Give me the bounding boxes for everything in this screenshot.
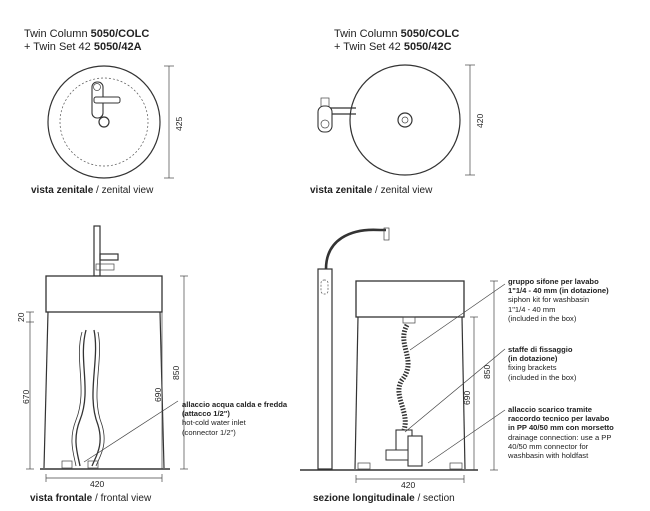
caption-bold: vista zenitale bbox=[310, 185, 373, 196]
section-column bbox=[300, 227, 478, 471]
note-text: washbasin with holdfast bbox=[508, 451, 589, 461]
note-bold: (attacco 1/2") bbox=[182, 409, 230, 419]
dimension-690-front: 690 bbox=[153, 387, 163, 402]
product-code: 5050/COLC bbox=[90, 28, 150, 40]
caption-zenital-right: vista zenitale / zenital view bbox=[310, 185, 432, 197]
dimension-670: 670 bbox=[21, 389, 31, 404]
top-left-line2: + Twin Set 42 5050/42A bbox=[24, 41, 142, 53]
caption-bold: sezione longitudinale bbox=[313, 493, 415, 504]
caption-text: / zenital view bbox=[372, 185, 433, 196]
note-text: 1"1/4 - 40 mm bbox=[508, 304, 556, 314]
product-name: Twin Column bbox=[334, 28, 398, 40]
product-name: + Twin Set 42 bbox=[334, 41, 401, 53]
front-dimensions bbox=[26, 275, 188, 482]
dimension-420-front: 420 bbox=[90, 479, 105, 489]
note-bold: raccordo tecnico per lavabo bbox=[508, 414, 610, 424]
dimension-420-section: 420 bbox=[401, 480, 416, 490]
note-text: (connector 1/2") bbox=[182, 427, 236, 437]
top-left-basin bbox=[47, 65, 161, 179]
product-name: + Twin Set 42 bbox=[24, 41, 91, 53]
dimension-420-top: 420 bbox=[475, 113, 485, 128]
note-fixing-brackets: staffe di fissaggio (in dotazione) fixin… bbox=[508, 345, 576, 382]
caption-section: sezione longitudinale / section bbox=[313, 493, 455, 505]
note-bold: gruppo sifone per lavabo bbox=[508, 277, 599, 286]
top-right-height-dimension bbox=[465, 64, 475, 176]
dimension-690-section: 690 bbox=[462, 390, 472, 405]
product-code: 5050/COLC bbox=[400, 28, 460, 40]
caption-bold: vista frontale bbox=[30, 493, 93, 504]
caption-text: / frontal view bbox=[92, 493, 152, 504]
caption-zenital-left: vista zenitale / zenital view bbox=[31, 185, 153, 197]
note-bold: staffe di fissaggio bbox=[508, 345, 573, 354]
caption-text: / section bbox=[414, 493, 455, 504]
note-water-inlet: allaccio acqua calda e fredda (attacco 1… bbox=[182, 400, 287, 437]
note-text: fixing brackets bbox=[508, 363, 557, 373]
note-bold: allaccio scarico tramite bbox=[508, 405, 592, 414]
caption-frontal: vista frontale / frontal view bbox=[30, 493, 151, 505]
note-bold: allaccio acqua calda e fredda bbox=[182, 400, 288, 409]
dimension-20: 20 bbox=[16, 312, 26, 322]
top-right-basin bbox=[317, 64, 461, 176]
front-column bbox=[40, 225, 170, 470]
note-text: 40/50 mm connector for bbox=[508, 441, 589, 451]
dimension-850-section: 850 bbox=[482, 364, 492, 379]
note-text: (included in the box) bbox=[508, 372, 577, 382]
top-left-line1: Twin Column 5050/COLC bbox=[24, 28, 149, 40]
product-code: 5050/42C bbox=[403, 41, 452, 53]
caption-text: / zenital view bbox=[93, 185, 154, 196]
top-right-line2: + Twin Set 42 5050/42C bbox=[334, 41, 452, 53]
note-text: drainage connection: use a PP bbox=[508, 432, 612, 442]
note-bold: in PP 40/50 mm con morsetto bbox=[508, 423, 614, 433]
note-bold: (in dotazione) bbox=[508, 354, 558, 364]
note-drainage: allaccio scarico tramite raccordo tecnic… bbox=[508, 405, 614, 460]
dimension-850-front: 850 bbox=[171, 365, 181, 380]
product-code: 5050/42A bbox=[93, 41, 142, 53]
note-text: (included in the box) bbox=[508, 313, 577, 323]
top-left-height-dimension bbox=[164, 65, 174, 179]
dimension-425: 425 bbox=[174, 116, 184, 131]
note-siphon-kit: gruppo sifone per lavabo 1"1/4 - 40 mm (… bbox=[508, 277, 609, 323]
note-text: hot-cold water inlet bbox=[182, 418, 246, 428]
note-text: siphon kit for washbasin bbox=[508, 295, 590, 305]
caption-bold: vista zenitale bbox=[31, 185, 94, 196]
top-right-line1: Twin Column 5050/COLC bbox=[334, 28, 459, 40]
product-name: Twin Column bbox=[24, 28, 88, 40]
note-bold: 1"1/4 - 40 mm (in dotazione) bbox=[508, 286, 609, 296]
section-dimensions bbox=[355, 280, 506, 483]
